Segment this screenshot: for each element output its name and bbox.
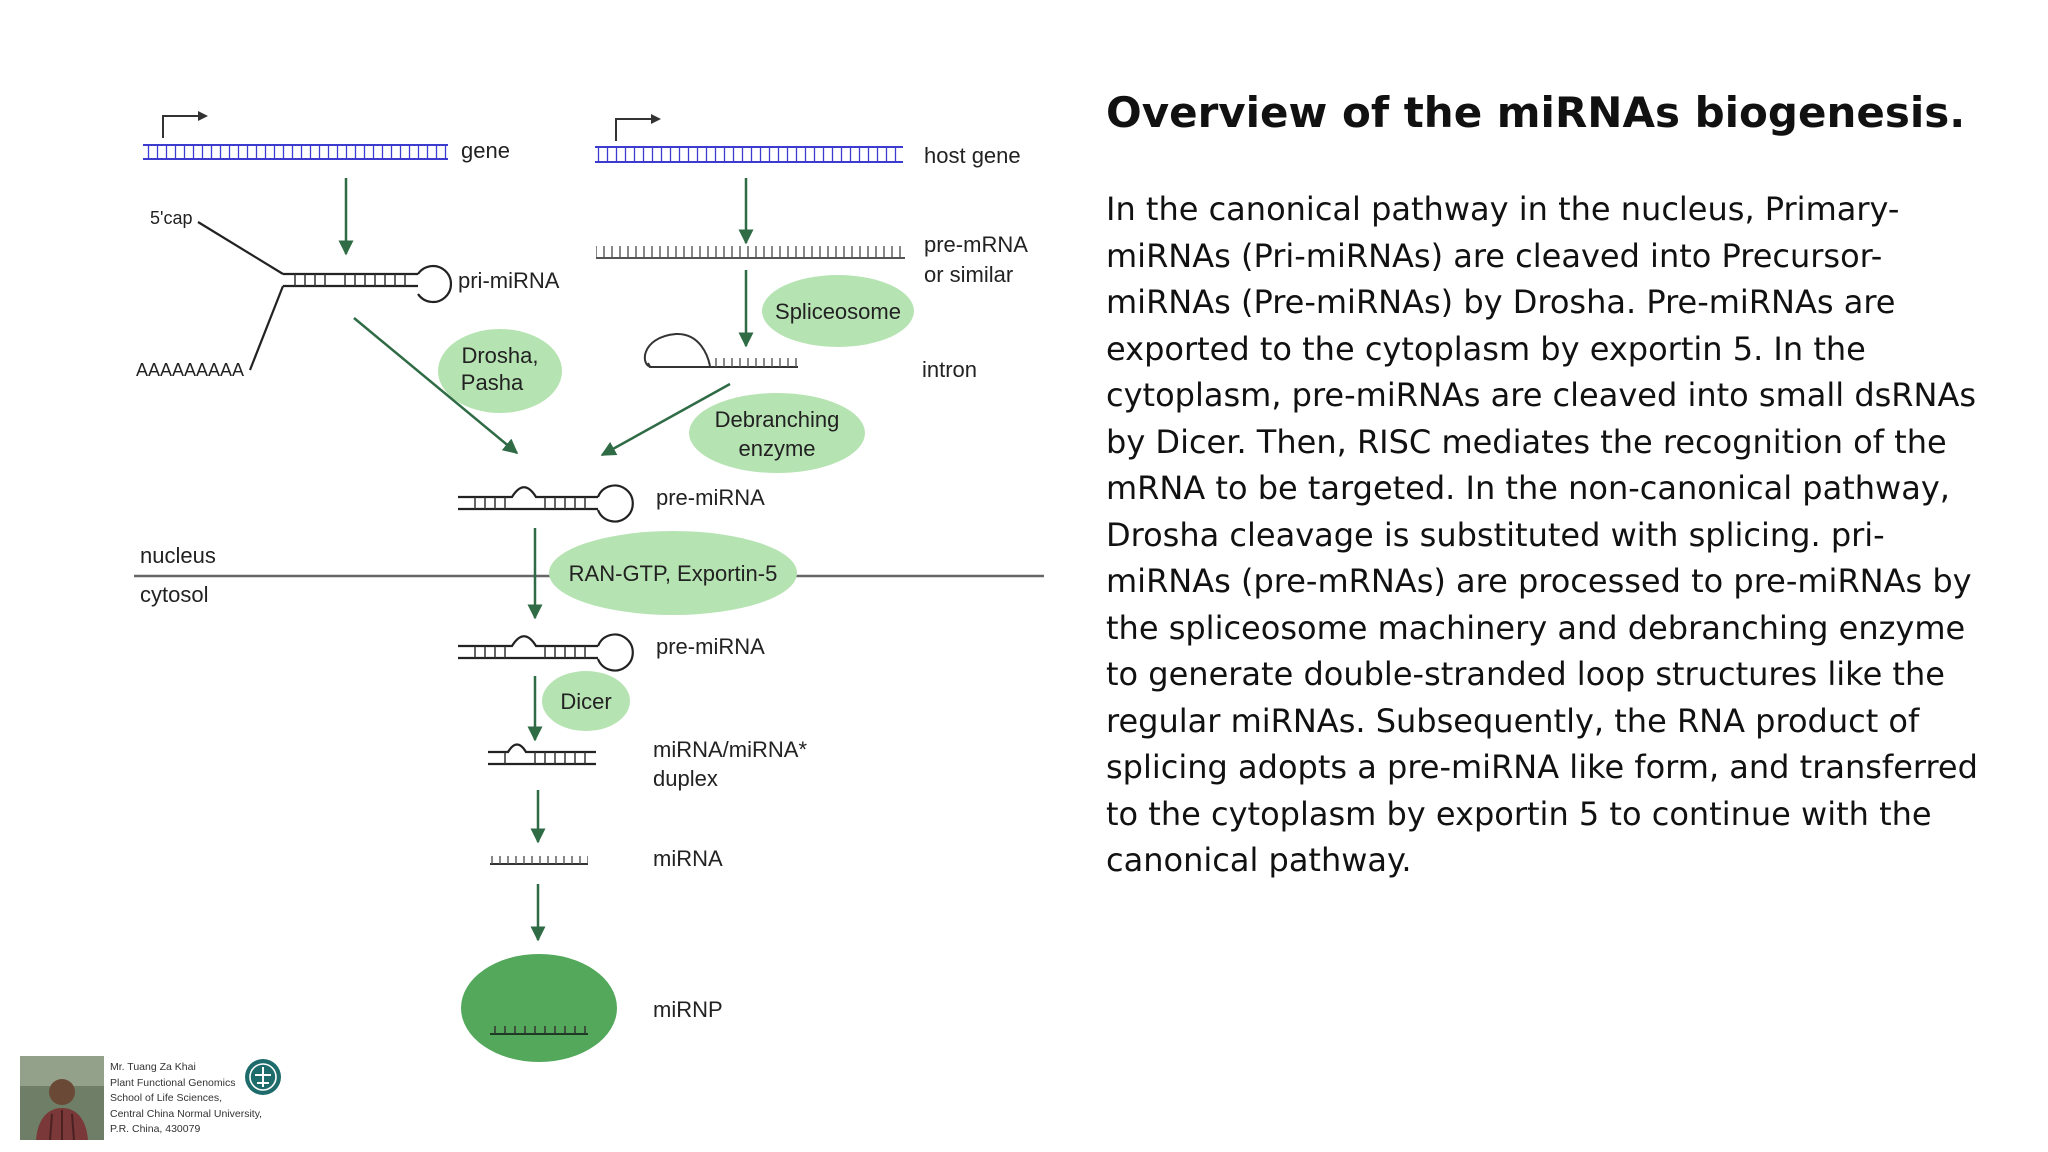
author-university: Central China Normal University,	[110, 1107, 263, 1120]
host-gene-dna	[595, 114, 903, 163]
author-photo	[20, 1056, 104, 1140]
author-footer: Mr. Tuang Za Khai Plant Functional Genom…	[20, 1056, 300, 1142]
gene-dna	[143, 111, 448, 160]
drosha-label: Drosha,	[461, 343, 538, 368]
dicer-label: Dicer	[560, 689, 611, 714]
exportin-label: RAN-GTP, Exportin-5	[569, 561, 778, 586]
university-seal-icon	[245, 1059, 281, 1095]
dicer-enzyme	[542, 671, 630, 731]
pre-mrna-structure	[596, 246, 905, 259]
pre-mirna-nucleus-structure	[458, 484, 634, 523]
debranching-label: Debranching	[715, 407, 840, 432]
mirnp-complex	[461, 954, 617, 1062]
cap-label: 5'cap	[150, 208, 192, 228]
pre-mirna-cytosol-label: pre-miRNA	[656, 634, 765, 659]
host-gene-label: host gene	[924, 143, 1021, 168]
drosha-pasha-enzyme	[438, 329, 562, 413]
spliceosome-enzyme	[762, 275, 914, 347]
debranching-enzyme	[689, 393, 865, 473]
duplex-label: miRNA/miRNA*	[653, 737, 807, 762]
duplex-label-2: duplex	[653, 766, 718, 791]
pasha-label: Pasha	[461, 370, 524, 395]
mirnp-rna	[490, 1026, 588, 1035]
gene-label: gene	[461, 138, 510, 163]
mature-mirna-structure	[490, 856, 588, 865]
pri-mirna-structure	[197, 221, 453, 371]
intron-lariat	[643, 332, 798, 368]
author-credit: Mr. Tuang Za Khai Plant Functional Genom…	[110, 1060, 262, 1138]
author-school: School of Life Sciences,	[110, 1092, 223, 1104]
mirna-duplex-structure	[488, 743, 596, 766]
polya-label: AAAAAAAAA	[136, 360, 244, 380]
slide-body-text: In the canonical pathway in the nucleus,…	[1106, 190, 1978, 879]
author-address: P.R. China, 430079	[110, 1123, 201, 1135]
cytosol-label: cytosol	[140, 582, 208, 607]
arrow-pri-to-pre	[353, 317, 519, 454]
pre-mirna-nucleus-label: pre-miRNA	[656, 485, 765, 510]
spliceosome-label: Spliceosome	[775, 299, 901, 324]
intron-label: intron	[922, 357, 977, 382]
author-lab: Plant Functional Genomics	[110, 1076, 236, 1089]
pre-mrna-label-2: or similar	[924, 262, 1013, 287]
mirna-biogenesis-diagram: gene host gene 5'cap AAAAAAAAA pri-miRNA	[134, 111, 1044, 1062]
mirnp-label: miRNP	[653, 997, 723, 1022]
author-name: Mr. Tuang Za Khai	[110, 1061, 196, 1073]
slide-title: Overview of the miRNAs biogenesis.	[1106, 88, 1966, 137]
nucleus-label: nucleus	[140, 543, 216, 568]
debranching-label-2: enzyme	[738, 436, 815, 461]
mirna-label: miRNA	[653, 846, 723, 871]
pre-mirna-cytosol-structure	[458, 633, 634, 672]
pri-mirna-label: pri-miRNA	[458, 268, 560, 293]
arrow-intron-to-pre	[600, 382, 731, 457]
exportin-5-enzyme	[549, 531, 797, 615]
pre-mrna-label: pre-mRNA	[924, 232, 1028, 257]
